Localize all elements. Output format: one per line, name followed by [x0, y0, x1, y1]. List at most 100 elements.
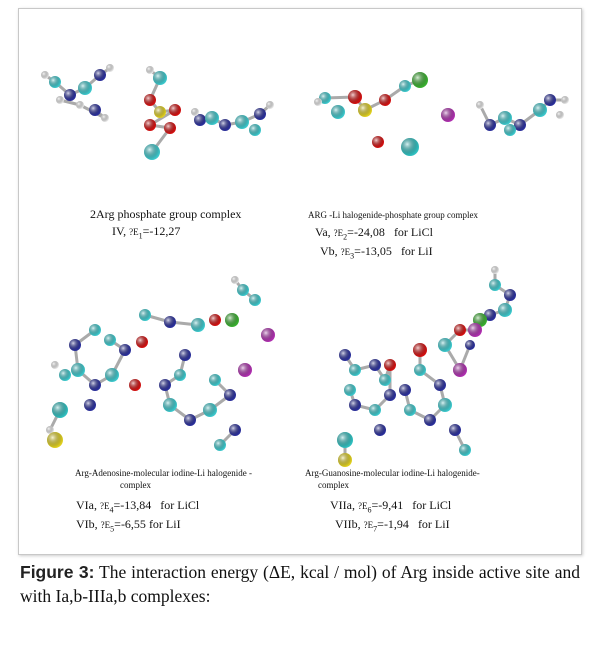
atom-n — [484, 309, 496, 321]
atom-n — [194, 114, 206, 126]
atom-p — [154, 106, 166, 118]
atom-h — [231, 276, 239, 284]
atom-n — [164, 316, 176, 328]
atom-p — [338, 453, 352, 467]
atom-h — [191, 108, 199, 116]
atom-c — [498, 111, 512, 125]
atom-c — [459, 444, 471, 456]
atom-c — [349, 364, 361, 376]
atom-i — [453, 363, 467, 377]
atom-li — [337, 432, 353, 448]
atom-c — [438, 338, 452, 352]
atom-c — [438, 398, 452, 412]
atom-c — [209, 374, 221, 386]
atom-o — [454, 324, 466, 336]
atom-n — [179, 349, 191, 361]
atom-o — [384, 359, 396, 371]
atom-c — [533, 103, 547, 117]
atom-c — [504, 124, 516, 136]
panel-via-energy: VIa, ?E4=-13,84 for LiCl — [76, 498, 200, 515]
atom-li — [52, 402, 68, 418]
atom-i — [468, 323, 482, 337]
atom-h — [491, 266, 499, 274]
atom-c — [205, 111, 219, 125]
atom-n — [119, 344, 131, 356]
panel-vii-title-2: complex — [318, 480, 349, 490]
atom-h — [41, 71, 49, 79]
atom-i — [261, 328, 275, 342]
atom-c — [144, 144, 160, 160]
panel-vi-title: Arg-Adenosine-molecular iodine-Li haloge… — [75, 468, 253, 478]
panel-v-title: ARG -Li halogenide-phosphate group compl… — [308, 210, 478, 220]
atom-o — [379, 94, 391, 106]
atom-c — [105, 368, 119, 382]
atom-n — [514, 119, 526, 131]
atom-h — [561, 96, 569, 104]
panel-iv-title: 2Arg phosphate group complex — [90, 207, 242, 221]
atom-c — [191, 318, 205, 332]
atom-n — [224, 389, 236, 401]
atom-n — [229, 424, 241, 436]
panel-vib-energy: VIb, ?E5=-6,55 for LiI — [76, 517, 181, 534]
atom-n — [184, 414, 196, 426]
atom-h — [76, 101, 84, 109]
atom-n — [219, 119, 231, 131]
atom-o — [144, 94, 156, 106]
atom-o — [372, 136, 384, 148]
atom-n — [465, 340, 475, 350]
atom-c — [49, 76, 61, 88]
atom-c — [139, 309, 151, 321]
atom-h — [146, 66, 154, 74]
caption-label: Figure 3: — [20, 562, 95, 582]
atom-n — [254, 108, 266, 120]
atom-c — [71, 363, 85, 377]
atom-n — [374, 424, 386, 436]
atom-c — [203, 403, 217, 417]
panel-vb-energy: Vb, ?E3=-13,05 for LiI — [320, 244, 433, 261]
atom-i — [238, 363, 252, 377]
atom-c — [404, 404, 416, 416]
atom-c — [249, 294, 261, 306]
atom-n — [424, 414, 436, 426]
atom-h — [266, 101, 274, 109]
atom-c — [379, 374, 391, 386]
atom-n — [434, 379, 446, 391]
figure-frame — [18, 8, 582, 555]
atom-c — [89, 324, 101, 336]
atom-c — [249, 124, 261, 136]
atom-li — [401, 138, 419, 156]
atom-o — [413, 343, 427, 357]
panel-viia-energy: VIIa, ?E6=-9,41 for LiCl — [330, 498, 452, 515]
panel-iv-energy: IV, ?E1=-12,27 — [112, 224, 181, 241]
atom-h — [106, 64, 114, 72]
atom-n — [339, 349, 351, 361]
molecular-structures — [41, 64, 569, 467]
atom-c — [344, 384, 356, 396]
atom-c — [319, 92, 331, 104]
atom-c — [235, 115, 249, 129]
atom-c — [237, 284, 249, 296]
atom-c — [78, 81, 92, 95]
caption-text: The interaction energy (ΔE, kcal / mol) … — [20, 562, 580, 606]
atom-n — [89, 379, 101, 391]
atom-h — [101, 114, 109, 122]
atom-p — [358, 103, 372, 117]
panel-viib-energy: VIIb, ?E7=-1,94 for LiI — [335, 517, 450, 534]
atom-o — [144, 119, 156, 131]
panel-vi-title-2: complex — [120, 480, 151, 490]
atom-h — [51, 361, 59, 369]
atom-c — [163, 398, 177, 412]
atom-n — [94, 69, 106, 81]
atom-o — [209, 314, 221, 326]
atom-n — [544, 94, 556, 106]
atom-n — [399, 384, 411, 396]
atom-c — [174, 369, 186, 381]
atom-c — [399, 80, 411, 92]
panel-va-energy: Va, ?E2=-24,08 for LiCl — [315, 225, 433, 242]
atom-n — [369, 359, 381, 371]
atom-n — [384, 389, 396, 401]
atom-h — [56, 96, 64, 104]
atom-n — [449, 424, 461, 436]
atom-o — [136, 336, 148, 348]
atom-c — [153, 71, 167, 85]
